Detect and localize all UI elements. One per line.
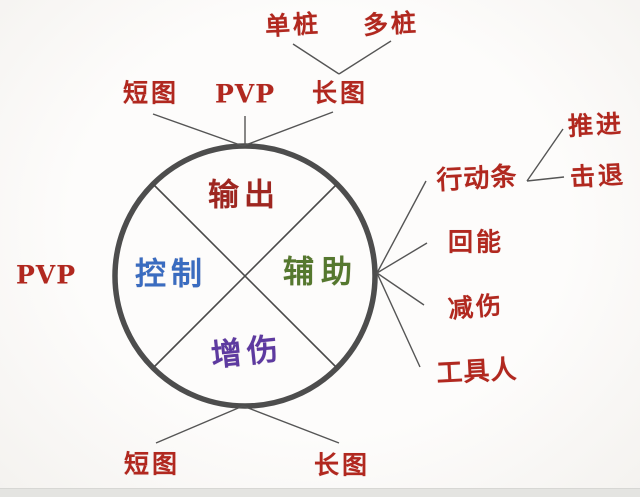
node-advance: 推进 bbox=[567, 109, 625, 141]
node-energy-regen: 回能 bbox=[447, 227, 505, 257]
quadrant-divider-lines bbox=[152, 183, 338, 369]
node-bottom-short-map: 短图 bbox=[123, 449, 181, 479]
branch-connector-lines bbox=[152, 40, 565, 444]
bottom-edge-strip bbox=[0, 488, 640, 497]
node-knockback: 击退 bbox=[569, 160, 627, 192]
node-top-long-map: 长图 bbox=[311, 78, 369, 108]
quadrant-label-output: 输出 bbox=[208, 177, 280, 214]
node-single-target: 单桩 bbox=[264, 9, 322, 41]
node-multi-target: 多桩 bbox=[362, 8, 420, 40]
node-utility-person: 工具人 bbox=[435, 354, 519, 390]
node-bottom-long-map: 长图 bbox=[313, 450, 371, 480]
node-damage-reduction: 减伤 bbox=[446, 290, 506, 324]
quadrant-label-support: 辅助 bbox=[283, 254, 359, 291]
node-left-pvp: PVP bbox=[16, 260, 76, 290]
node-top-short-map: 短图 bbox=[122, 78, 180, 108]
quadrant-label-control: 控制 bbox=[135, 256, 207, 293]
node-top-pvp: PVP bbox=[215, 79, 275, 109]
quadrant-label-damage-amp: 增伤 bbox=[209, 330, 285, 375]
node-action-bar: 行动条 bbox=[435, 161, 519, 197]
